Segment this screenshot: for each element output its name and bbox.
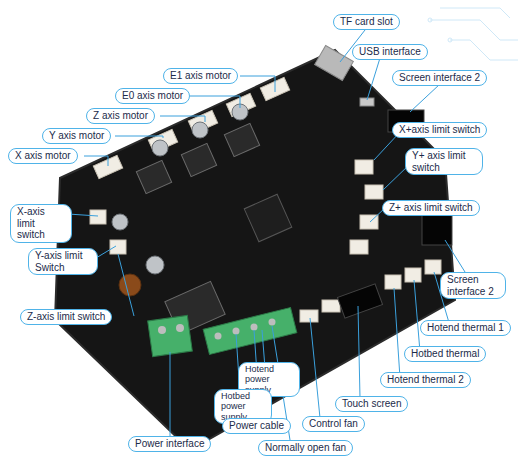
callout-box: Power cable: [222, 418, 291, 434]
callout-box: X axis motor: [8, 148, 78, 164]
callout-label: Power cable: [229, 420, 284, 432]
callout-label: Touch screen: [342, 398, 401, 410]
processor-chip: [244, 194, 292, 242]
callout-label: Hotbed thermal: [411, 348, 479, 360]
callout-box: Hotbed thermal: [404, 346, 486, 362]
callout-label: X+axis limit switch: [399, 124, 480, 136]
callout-label: Hotend thermal 2: [387, 374, 464, 386]
callout-box: Y axis motor: [42, 128, 111, 144]
callout-box: Control fan: [302, 416, 365, 432]
callout-label: Hotend thermal 1: [427, 322, 504, 334]
callout-box: Touch screen: [335, 396, 408, 412]
heatsinks: [136, 123, 259, 334]
callout-label: Power interface: [135, 438, 204, 450]
callout-box: E1 axis motor: [163, 68, 238, 84]
terminal-blocks: [148, 307, 297, 356]
callout-box: Z-axis limit switch: [20, 309, 112, 325]
callout-box: Y+ axis limit switch: [405, 148, 483, 175]
callout-label: X axis motor: [15, 150, 71, 162]
callout-label: Y axis motor: [49, 130, 104, 142]
capacitors: [112, 104, 248, 274]
callout-label: Screen interface 2: [447, 274, 499, 297]
callout-box: Z axis motor: [86, 108, 155, 124]
callout-box: TF card slot: [333, 14, 400, 30]
callout-label: Z axis motor: [93, 110, 148, 122]
callout-label: X-axis limit switch: [17, 206, 65, 241]
callout-label: Control fan: [309, 418, 358, 430]
callout-box: Hotend thermal 2: [380, 372, 471, 388]
callout-label: E0 axis motor: [122, 90, 183, 102]
callout-box: Y-axis limit Switch: [28, 248, 98, 275]
callout-box: X-axis limit switch: [10, 204, 72, 243]
terminal-screws: [158, 319, 276, 340]
callout-label: Screen interface 2: [399, 72, 480, 84]
circuit-board: [55, 50, 455, 450]
callout-label: Y-axis limit Switch: [35, 250, 91, 273]
callout-box: Screen interface 2: [392, 70, 487, 86]
callout-label: E1 axis motor: [170, 70, 231, 82]
callout-box: Hotend thermal 1: [420, 320, 511, 336]
callout-box: Z+ axis limit switch: [382, 200, 480, 216]
circuit-decoration: [428, 8, 518, 60]
leader-lines: [68, 30, 470, 440]
callout-box: Normally open fan: [258, 440, 353, 456]
callout-box: Screen interface 2: [440, 272, 506, 299]
callout-label: Normally open fan: [265, 442, 346, 454]
callout-label: Y+ axis limit switch: [412, 150, 476, 173]
callout-label: Z+ axis limit switch: [389, 202, 473, 214]
callout-box: Power interface: [128, 436, 211, 452]
callout-box: X+axis limit switch: [392, 122, 487, 138]
callout-label: Z-axis limit switch: [27, 311, 105, 323]
inductor: [119, 274, 141, 296]
callout-label: USB interface: [359, 46, 421, 58]
callout-box: USB interface: [352, 44, 428, 60]
card-slot: [315, 45, 354, 80]
callout-label: TF card slot: [340, 16, 393, 28]
callout-box: E0 axis motor: [115, 88, 190, 104]
